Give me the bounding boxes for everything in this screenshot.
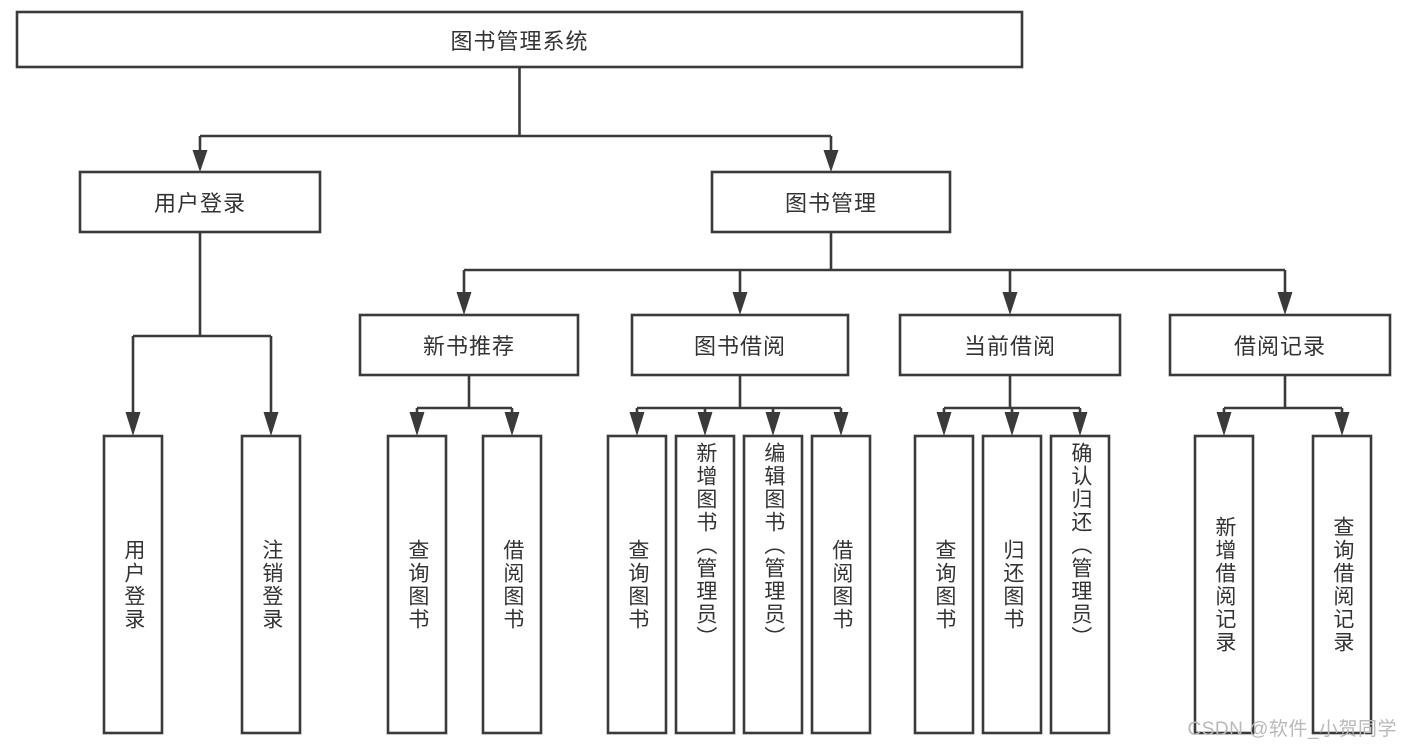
node-box-book-borrow[interactable] bbox=[630, 313, 850, 377]
arrowhead-leaf-query-record bbox=[1334, 412, 1350, 436]
node-box-leaf-edit-book[interactable] bbox=[742, 434, 804, 735]
arrowhead-leaf-confirm-return bbox=[1072, 412, 1088, 436]
node-box-new-book-rec[interactable] bbox=[358, 313, 580, 377]
arrowhead-leaf-user-logout bbox=[263, 412, 279, 436]
arrowhead-user-login bbox=[192, 150, 208, 172]
node-box-leaf-user-logout[interactable] bbox=[240, 434, 302, 735]
arrowhead-leaf-query-book-cur bbox=[936, 412, 952, 436]
node-box-borrow-record[interactable] bbox=[1168, 313, 1392, 377]
arrowhead-leaf-add-record bbox=[1216, 412, 1232, 436]
node-box-leaf-return-book[interactable] bbox=[981, 434, 1043, 735]
node-box-root[interactable] bbox=[15, 10, 1024, 69]
arrowhead-new-book-rec bbox=[456, 292, 472, 315]
node-box-user-login[interactable] bbox=[78, 170, 322, 234]
node-box-leaf-borrow-book-rec[interactable] bbox=[481, 434, 543, 735]
node-box-leaf-confirm-return[interactable] bbox=[1049, 434, 1111, 735]
node-box-leaf-add-book[interactable] bbox=[674, 434, 736, 735]
watermark-text: CSDN @软件_小贺同学 bbox=[1187, 719, 1397, 740]
node-box-leaf-borrow-book[interactable] bbox=[810, 434, 872, 735]
arrowhead-leaf-borrow-book bbox=[833, 412, 849, 436]
node-box-leaf-user-login[interactable] bbox=[102, 434, 164, 735]
node-box-leaf-query-record[interactable] bbox=[1311, 434, 1373, 735]
arrowhead-leaf-return-book bbox=[1004, 412, 1020, 436]
node-box-book-manage[interactable] bbox=[710, 170, 952, 234]
arrowhead-leaf-query-book-rec bbox=[409, 412, 425, 436]
arrowhead-book-manage bbox=[823, 150, 839, 172]
node-box-leaf-query-book-borrow[interactable] bbox=[606, 434, 668, 735]
arrowhead-current-borrow bbox=[1002, 292, 1018, 315]
node-box-leaf-query-book-cur[interactable] bbox=[913, 434, 975, 735]
connector-layer bbox=[125, 67, 1350, 436]
node-box-current-borrow[interactable] bbox=[898, 313, 1122, 377]
arrowhead-leaf-add-book bbox=[697, 412, 713, 436]
node-box-leaf-add-record[interactable] bbox=[1193, 434, 1255, 735]
arrowhead-leaf-borrow-book-rec bbox=[504, 412, 520, 436]
arrowhead-leaf-user-login bbox=[125, 412, 141, 436]
node-box-leaf-query-book-rec[interactable] bbox=[386, 434, 448, 735]
arrowhead-borrow-record bbox=[1277, 292, 1293, 315]
arrowhead-leaf-edit-book bbox=[765, 412, 781, 436]
node-box-layer bbox=[15, 10, 1392, 735]
arrowhead-leaf-query-book-borrow bbox=[629, 412, 645, 436]
arrowhead-book-borrow bbox=[732, 292, 748, 315]
